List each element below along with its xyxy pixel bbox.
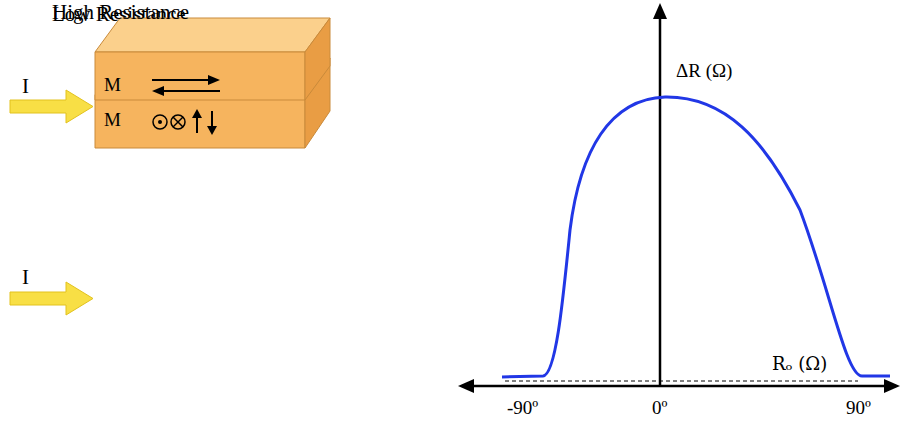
block-heading: High Resistance — [52, 0, 189, 24]
block-side — [305, 18, 330, 100]
axis-arrowhead — [653, 3, 667, 19]
block-front — [95, 95, 305, 148]
baseline-dashed — [505, 381, 858, 382]
axis-arrowhead — [884, 379, 900, 393]
tick-label: 0º — [650, 397, 669, 419]
y-axis — [659, 16, 662, 386]
axis-label: Rₒ (Ω) — [770, 354, 829, 375]
x-axis — [470, 385, 890, 388]
tick-label: -90º — [505, 397, 540, 419]
magnetic-film-block: High ResistanceM — [40, 0, 340, 155]
tick-label: 90º — [844, 397, 873, 419]
block-front — [95, 52, 305, 100]
magnetization-label: M — [104, 74, 121, 96]
axis-label: ΔR (Ω) — [674, 60, 734, 82]
axis-arrowhead — [458, 379, 474, 393]
magnetization-symbols — [153, 109, 217, 135]
current-label: I — [20, 74, 31, 98]
magnetization-label: M — [104, 109, 121, 131]
resistance-curve — [502, 97, 890, 377]
magnetization-arrows — [152, 75, 220, 96]
current-label: I — [20, 265, 31, 289]
